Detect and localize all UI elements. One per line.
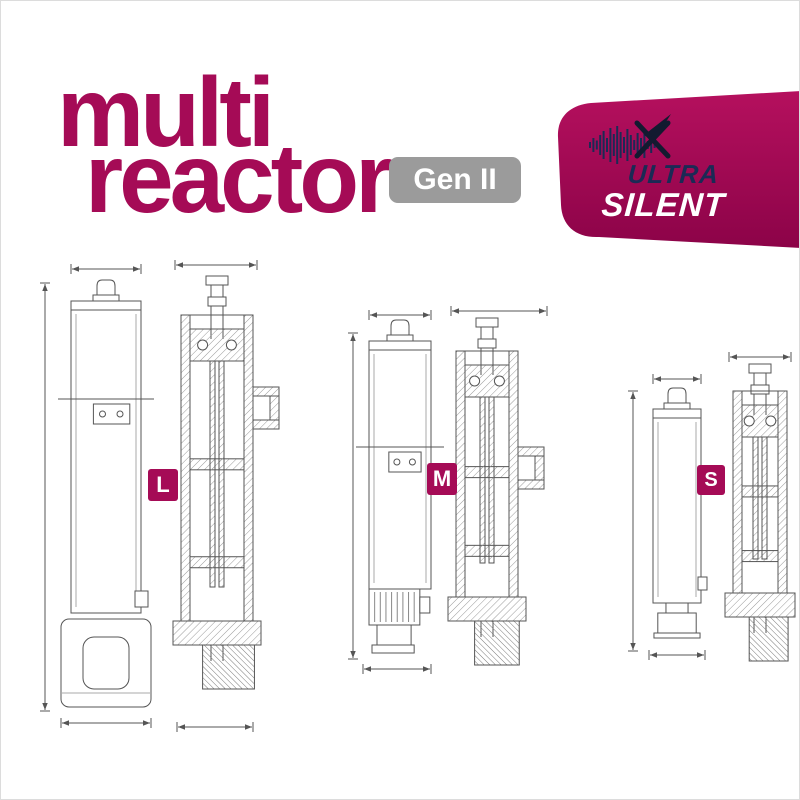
ultra-silent-banner: ULTRA SILENT: [541, 85, 799, 257]
reactor-medium-outline-view: [356, 319, 444, 654]
ribbon-shape: [557, 91, 799, 248]
reactor-small-outline-view: [652, 387, 708, 639]
reactor-large-dimension-lines: [40, 260, 258, 732]
gen-ii-badge: Gen II: [389, 157, 521, 203]
reactor-large-section-view: [172, 275, 280, 690]
reactor-small-dimension-lines: [628, 352, 792, 660]
reactor-medium-dimension-lines: [348, 306, 548, 674]
no-noise-icon: [634, 114, 671, 159]
product-title-multi: multi: [57, 57, 275, 167]
reactor-large-drawing: [40, 260, 280, 732]
reactor-large-outline-view: [58, 279, 154, 708]
size-badge-large: L: [148, 469, 178, 501]
banner-ribbon: [557, 91, 799, 248]
reactor-small-section-view: [724, 363, 796, 662]
size-badge-medium: M: [427, 463, 457, 495]
sound-waveform-icon: [589, 126, 656, 164]
reactor-medium-section-view: [447, 317, 545, 666]
reactor-medium-drawing: [348, 306, 548, 674]
banner-silent-text: SILENT: [600, 186, 727, 223]
reactor-small-drawing: [628, 352, 796, 662]
size-badge-small: S: [697, 465, 725, 495]
product-title-reactor: reactor: [85, 123, 393, 233]
